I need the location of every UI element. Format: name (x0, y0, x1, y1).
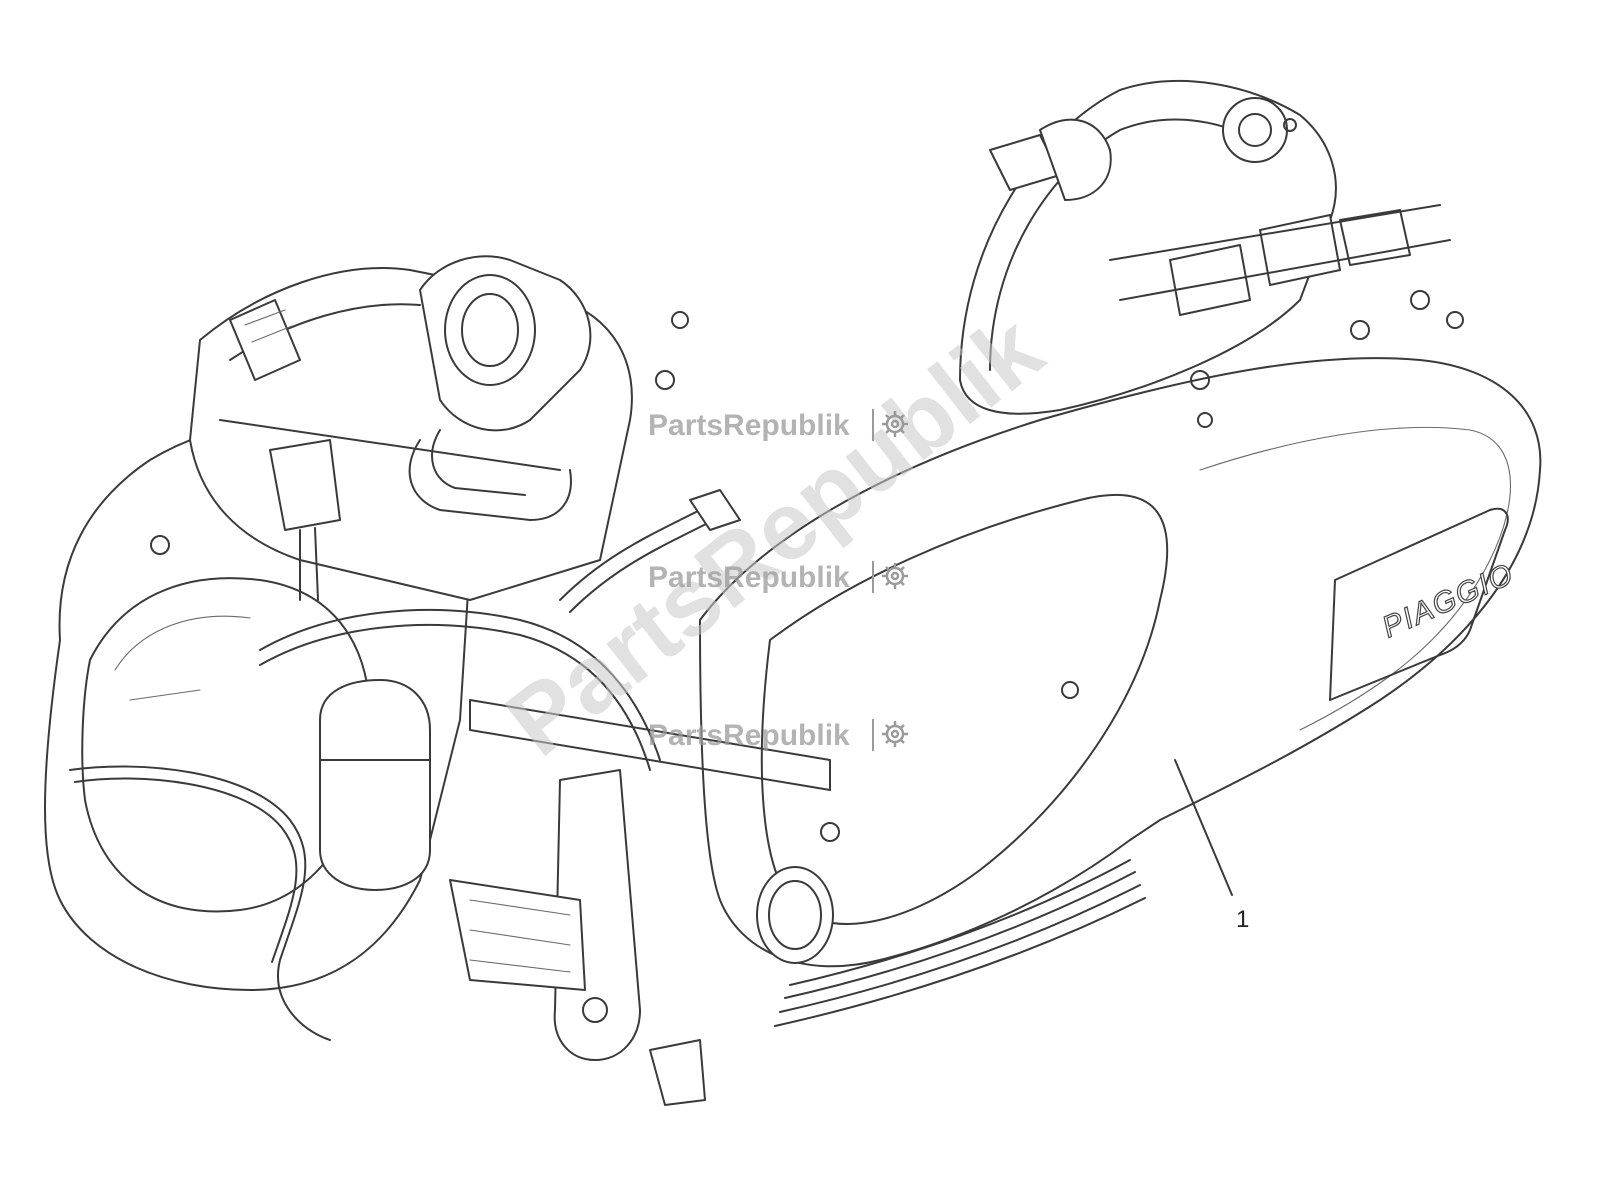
watermark-text: PartsRepublik (648, 719, 850, 752)
rear-pulley-housing (959, 79, 1464, 415)
cylinder-head-assembly (44, 255, 689, 991)
watermark-row-1: PartsRepublik (648, 409, 908, 442)
frame-and-hoses (69, 489, 831, 1106)
gear-icon (882, 411, 908, 437)
callout-1: 1 (1174, 759, 1249, 933)
watermark-row-3: PartsRepublik (648, 719, 908, 752)
gear-icon (882, 721, 908, 747)
callout-leader-line (1174, 759, 1233, 896)
gear-icon (882, 563, 908, 589)
watermark-text: PartsRepublik (648, 561, 850, 594)
watermark-text: PartsRepublik (648, 409, 850, 442)
callout-number: 1 (1236, 906, 1249, 933)
watermark-row-2: PartsRepublik (648, 561, 908, 594)
